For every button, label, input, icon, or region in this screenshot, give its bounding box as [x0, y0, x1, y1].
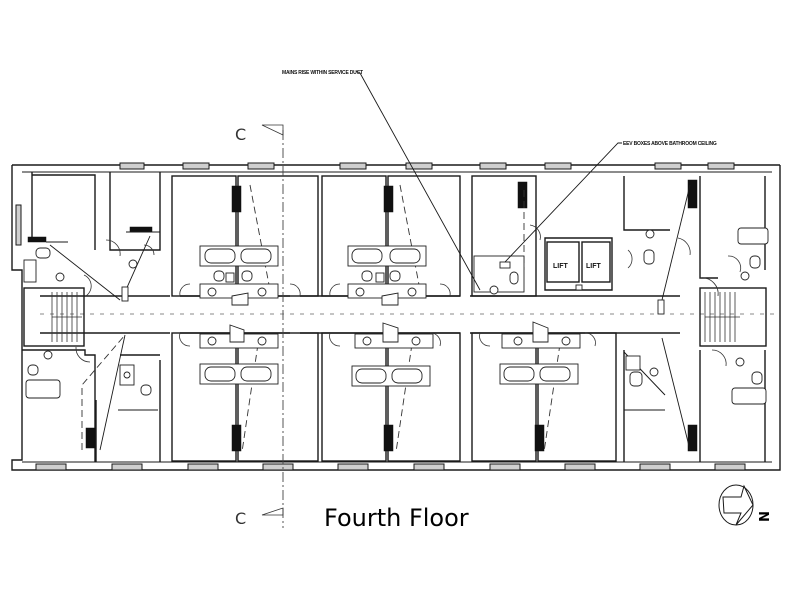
annotation-mains-rise: MAINS RISE WITHIN SERVICE DUCT: [282, 70, 363, 76]
lift-car-2: [581, 241, 611, 283]
apartment-east-top: [623, 176, 769, 301]
north-label: N: [755, 511, 770, 522]
apartment-east-bottom: [623, 299, 767, 462]
north-arrow-icon: N: [718, 484, 770, 526]
annotation-eev-boxes: EEV BOXES ABOVE BATHROOM CEILING: [623, 141, 717, 147]
apartment-west-bottom: [22, 334, 161, 462]
lift-pair: LIFT LIFT: [546, 241, 611, 291]
lift-label-2: LIFT: [586, 263, 601, 270]
apartment-west-top: [23, 172, 161, 302]
corridor: [40, 295, 780, 334]
section-label-bottom: C: [235, 509, 246, 528]
windows-top: [15, 162, 735, 246]
service-core: [471, 175, 613, 297]
apartments-block-1: [171, 175, 319, 462]
section-line-c: C C: [235, 124, 284, 528]
apartments-block-2: [321, 175, 461, 462]
section-label-top: C: [235, 125, 246, 144]
lift-label-1: LIFT: [553, 263, 568, 270]
east-stair: [699, 287, 767, 347]
windows-bottom: [35, 463, 746, 471]
outer-walls: [11, 164, 781, 471]
annotations: MAINS RISE WITHIN SERVICE DUCT EEV BOXES…: [282, 70, 717, 291]
lift-car-1: [546, 241, 580, 283]
apartments-block-3: [471, 321, 617, 462]
west-stair: [23, 287, 85, 347]
drawing-title: Fourth Floor: [324, 504, 469, 532]
